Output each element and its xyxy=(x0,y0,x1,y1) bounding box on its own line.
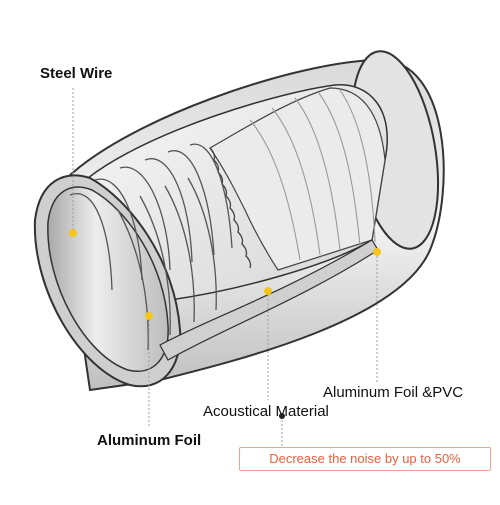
marker-aluminum-foil xyxy=(145,312,153,320)
marker-acoustical-material xyxy=(264,287,272,295)
acoustic-band xyxy=(209,87,386,271)
label-aluminum-foil-pvc: Aluminum Foil &PVC xyxy=(323,384,464,401)
markers xyxy=(69,229,381,320)
acoustic-rings xyxy=(249,89,376,261)
label-aluminum-foil: Aluminum Foil xyxy=(97,432,202,449)
marker-aluminum-foil-pvc xyxy=(373,248,381,256)
label-steel-wire: Steel Wire xyxy=(40,65,113,82)
leader-lines xyxy=(72,88,378,448)
acoustic-wavy-edge xyxy=(209,147,252,269)
noise-reduction-note: Decrease the noise by up to 50% xyxy=(239,447,491,471)
label-acoustical-material: Acoustical Material xyxy=(203,403,329,420)
duct-mouth-inner xyxy=(47,186,169,372)
steel-wire-helix xyxy=(69,143,233,351)
marker-steel-wire xyxy=(69,229,77,237)
note-pointer-dot xyxy=(279,413,285,419)
